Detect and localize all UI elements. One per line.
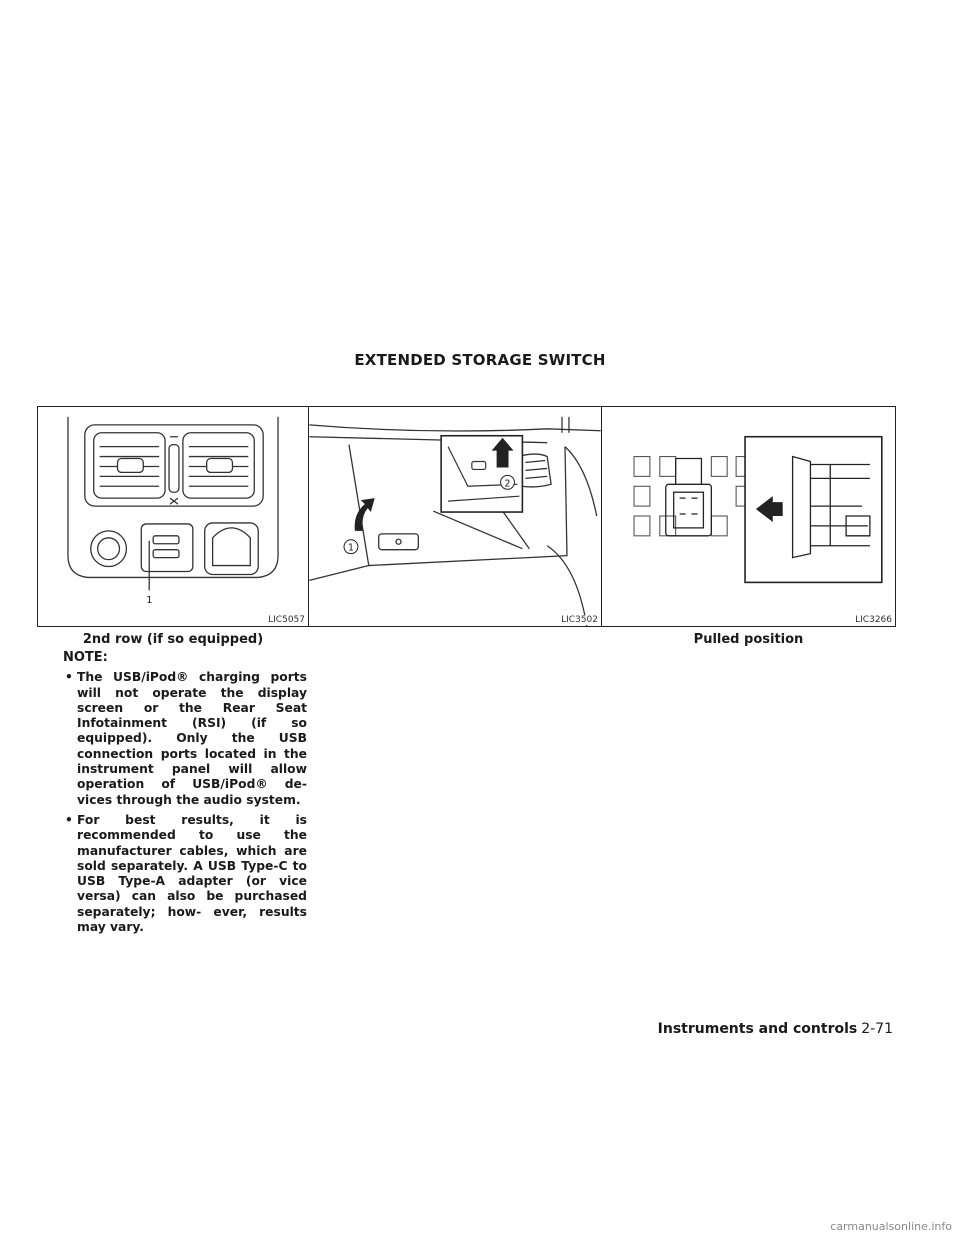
footer-section-title: Instruments and controls	[657, 1021, 858, 1037]
switch-location-illustration: 2 1	[309, 416, 601, 626]
watermark: carmanualsonline.info	[830, 1220, 952, 1233]
note-title: NOTE:	[63, 650, 108, 665]
figure-pulled-position: LIC3266	[601, 406, 896, 627]
figure-switch-location: 2 1 LIC3502	[308, 406, 602, 627]
section-heading: EXTENDED STORAGE SWITCH	[354, 351, 606, 369]
note-bullet: For best results, it is recommended to u…	[63, 813, 307, 935]
figure-1-caption: 2nd row (if so equipped)	[82, 632, 264, 647]
figure-2-callout-2: 2	[505, 478, 511, 489]
rear-console-illustration: 1	[67, 416, 279, 606]
figure-code: LIC3502	[560, 615, 599, 625]
pulled-position-illustration	[633, 435, 883, 584]
figure-code: LIC3266	[854, 615, 893, 625]
figure-2-callout-1: 1	[348, 543, 354, 554]
page-number: 2-71	[861, 1021, 893, 1037]
note-block: NOTE: The USB/iPod® charging ports will …	[63, 650, 307, 940]
figure-1-callout-1: 1	[146, 595, 152, 606]
figure-3-caption: Pulled position	[693, 632, 804, 647]
figure-code: LIC5057	[267, 615, 306, 625]
figure-rear-console: 1 LIC5057	[37, 406, 309, 627]
note-bullet: The USB/iPod® charging ports will not op…	[63, 670, 307, 808]
